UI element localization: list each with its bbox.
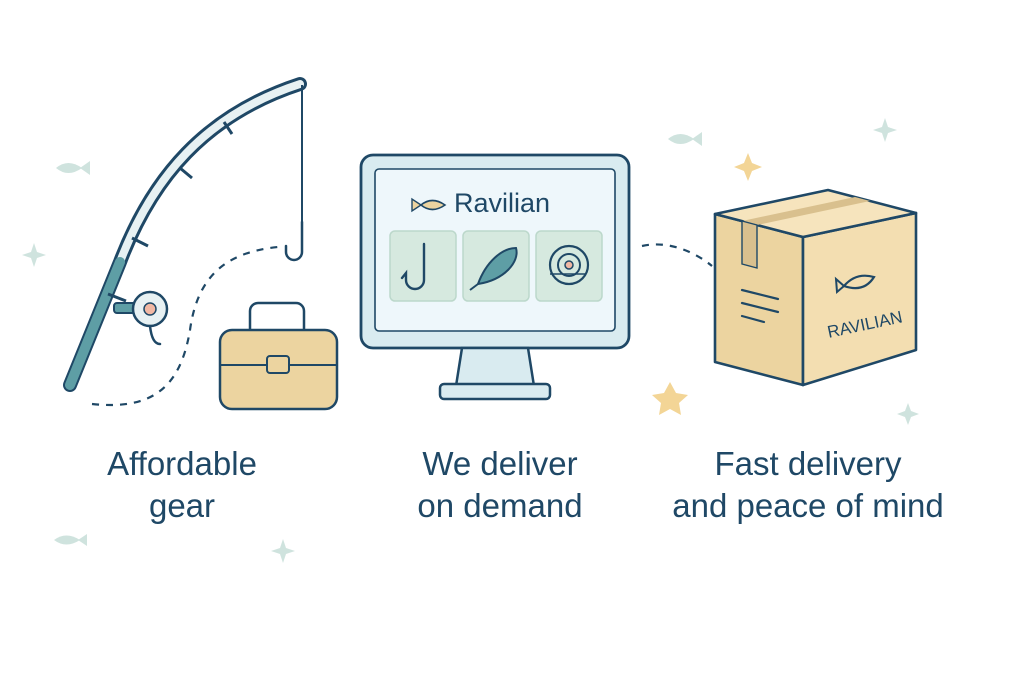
- step-caption-affordable-gear: Affordable gear: [52, 443, 312, 527]
- step-caption-deliver-on-demand: We deliver on demand: [360, 443, 640, 527]
- fish-decoration-bottom-left: [54, 534, 87, 546]
- product-tile-lure[interactable]: [462, 230, 530, 302]
- caption-line-1: Fast delivery: [714, 445, 902, 482]
- fish-decoration-top-left: [56, 161, 90, 175]
- tackle-box-icon: [218, 301, 339, 411]
- step-caption-fast-delivery: Fast delivery and peace of mind: [648, 443, 968, 527]
- sparkle-icon: [271, 539, 295, 563]
- star-icon: [734, 153, 762, 181]
- sparkle-icon: [897, 403, 919, 425]
- reel-icon: [548, 244, 590, 286]
- fishing-rod-icon: [63, 77, 307, 392]
- caption-line-2: gear: [148, 487, 216, 524]
- hook-icon: [400, 242, 426, 291]
- caption-line-1: Affordable: [107, 445, 257, 482]
- caption-line-2: on demand: [417, 487, 583, 524]
- fish-decoration-top-right: [668, 132, 702, 146]
- product-tile-reel[interactable]: [535, 230, 603, 302]
- lure-icon: [476, 246, 518, 286]
- star-icon: [652, 382, 688, 415]
- product-tile-hook[interactable]: [389, 230, 457, 302]
- shipping-box-icon: RAVILIAN: [713, 188, 918, 387]
- caption-line-1: We deliver: [422, 445, 578, 482]
- sparkle-icon: [22, 243, 46, 267]
- brand-logo-fish-icon: [411, 197, 447, 213]
- box-fish-logo-icon: [834, 274, 876, 295]
- brand-name: Ravilian: [454, 188, 551, 218]
- sparkle-icon: [873, 118, 897, 142]
- dashed-connector-right: [641, 243, 713, 267]
- caption-line-2: and peace of mind: [672, 487, 944, 524]
- dashed-connector-left: [91, 245, 279, 407]
